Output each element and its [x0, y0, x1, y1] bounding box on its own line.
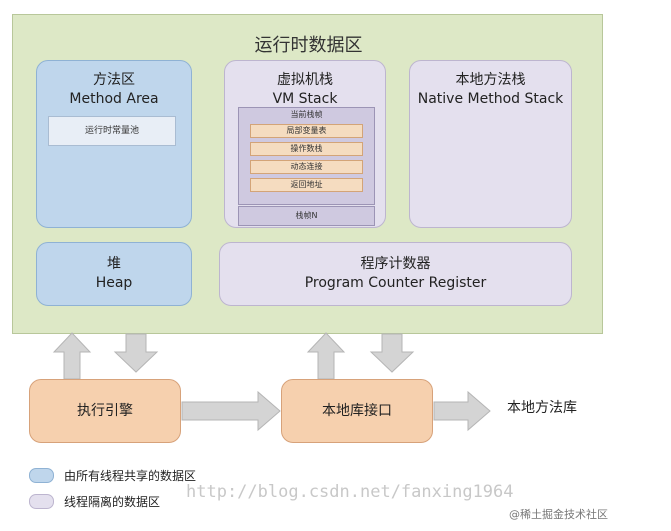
native-library-interface: 本地库接口: [281, 379, 433, 443]
dynamic-linking: 动态连接: [250, 160, 363, 174]
current-stack-frame-label: 当前栈帧: [290, 110, 323, 119]
credit-text: @稀土掘金技术社区: [509, 508, 608, 521]
legend-isolated-swatch: [29, 494, 54, 509]
arrow-right-interface-to-library: [433, 390, 491, 432]
arrow-right-engine-to-interface: [181, 390, 281, 432]
method-area-title-cn: 方法区: [93, 72, 135, 88]
arrow-down-engine: [113, 333, 159, 373]
program-counter-title-cn: 程序计数器: [360, 256, 431, 272]
program-counter-title-en: Program Counter Register: [304, 275, 487, 291]
heap: 堆 Heap: [36, 242, 192, 306]
vm-stack-title-cn: 虚拟机栈: [277, 72, 333, 88]
native-method-library: 本地方法库: [507, 400, 577, 416]
vm-stack-title-en: VM Stack: [272, 91, 338, 107]
method-area-title-en: Method Area: [69, 91, 159, 107]
legend-isolated-label: 线程隔离的数据区: [64, 495, 161, 509]
legend-shared-label: 由所有线程共享的数据区: [64, 469, 197, 483]
program-counter-register: 程序计数器 Program Counter Register: [219, 242, 572, 306]
runtime-constant-pool: 运行时常量池: [48, 116, 176, 146]
return-address: 返回地址: [250, 178, 363, 192]
arrow-up-native-interface: [306, 332, 346, 380]
native-method-stack-title-cn: 本地方法栈: [455, 72, 526, 88]
heap-title-cn: 堆: [107, 256, 121, 272]
arrow-up-engine: [52, 332, 92, 380]
method-area: 方法区 Method Area 运行时常量池: [36, 60, 192, 228]
native-method-stack-title-en: Native Method Stack: [417, 91, 564, 107]
current-stack-frame: 当前栈帧 局部变量表 操作数栈 动态连接 返回地址: [238, 107, 375, 205]
native-method-stack: 本地方法栈 Native Method Stack: [409, 60, 572, 228]
watermark-url: http://blog.csdn.net/fanxing1964: [186, 482, 514, 502]
operand-stack: 操作数栈: [250, 142, 363, 156]
legend-shared-swatch: [29, 468, 54, 483]
runtime-data-area-title: 运行时数据区: [254, 35, 363, 56]
vm-stack: 虚拟机栈 VM Stack 当前栈帧 局部变量表 操作数栈 动态连接 返回地址 …: [224, 60, 386, 228]
execution-engine: 执行引擎: [29, 379, 181, 443]
local-variable-table: 局部变量表: [250, 124, 363, 138]
heap-title-en: Heap: [95, 275, 133, 291]
stack-frame-n: 栈帧N: [238, 206, 375, 226]
arrow-down-native-interface: [369, 333, 415, 373]
